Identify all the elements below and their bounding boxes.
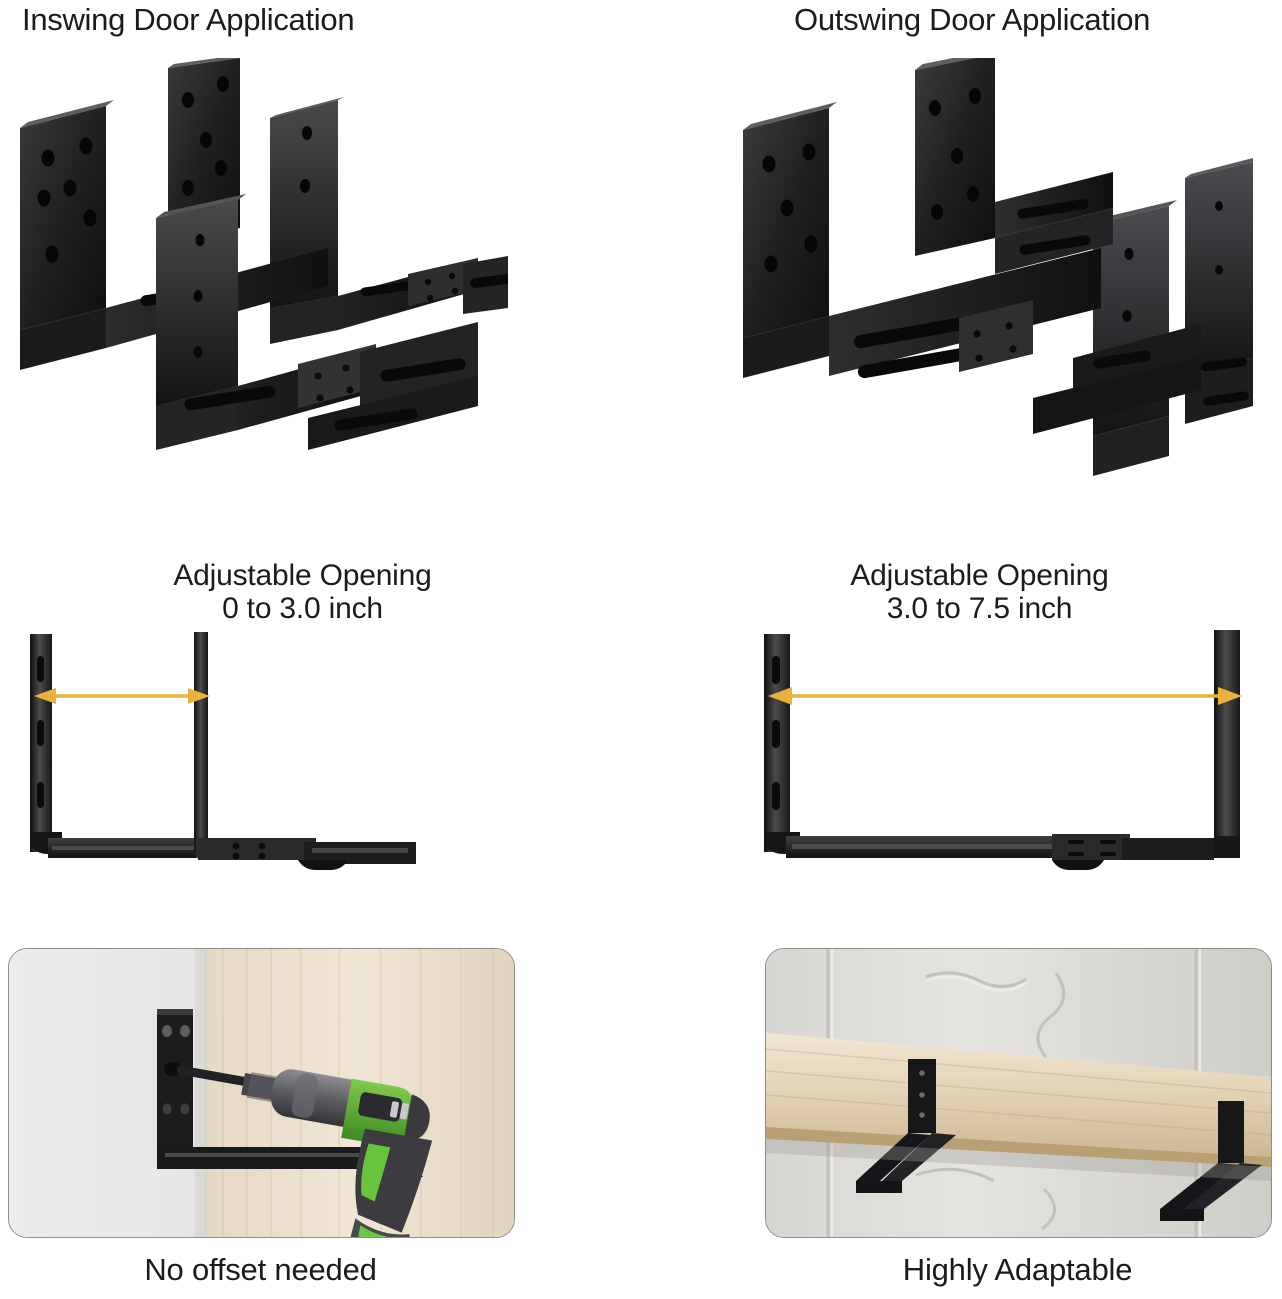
beam-mounted-photo bbox=[765, 948, 1272, 1238]
inswing-bracket-pair-photo bbox=[8, 58, 508, 538]
outswing-application-caption: Highly Adaptable bbox=[902, 1252, 1133, 1287]
wide-opening-arrow bbox=[756, 620, 1261, 890]
narrow-opening-arrow bbox=[22, 620, 472, 890]
outswing-column: Outswing Door Application bbox=[641, 0, 1282, 1299]
outswing-heading: Outswing Door Application bbox=[794, 2, 1151, 37]
inswing-column: Inswing Door Application bbox=[8, 2, 515, 1287]
inswing-heading: Inswing Door Application bbox=[22, 2, 355, 37]
inswing-application-caption: No offset needed bbox=[144, 1252, 377, 1287]
inswing-opening-label: Adjustable Opening 0 to 3.0 inch bbox=[173, 559, 432, 625]
drill-install-photo bbox=[8, 948, 515, 1238]
outswing-opening-label: Adjustable Opening 3.0 to 7.5 inch bbox=[850, 559, 1109, 625]
outswing-bracket-pair-photo bbox=[733, 58, 1253, 538]
